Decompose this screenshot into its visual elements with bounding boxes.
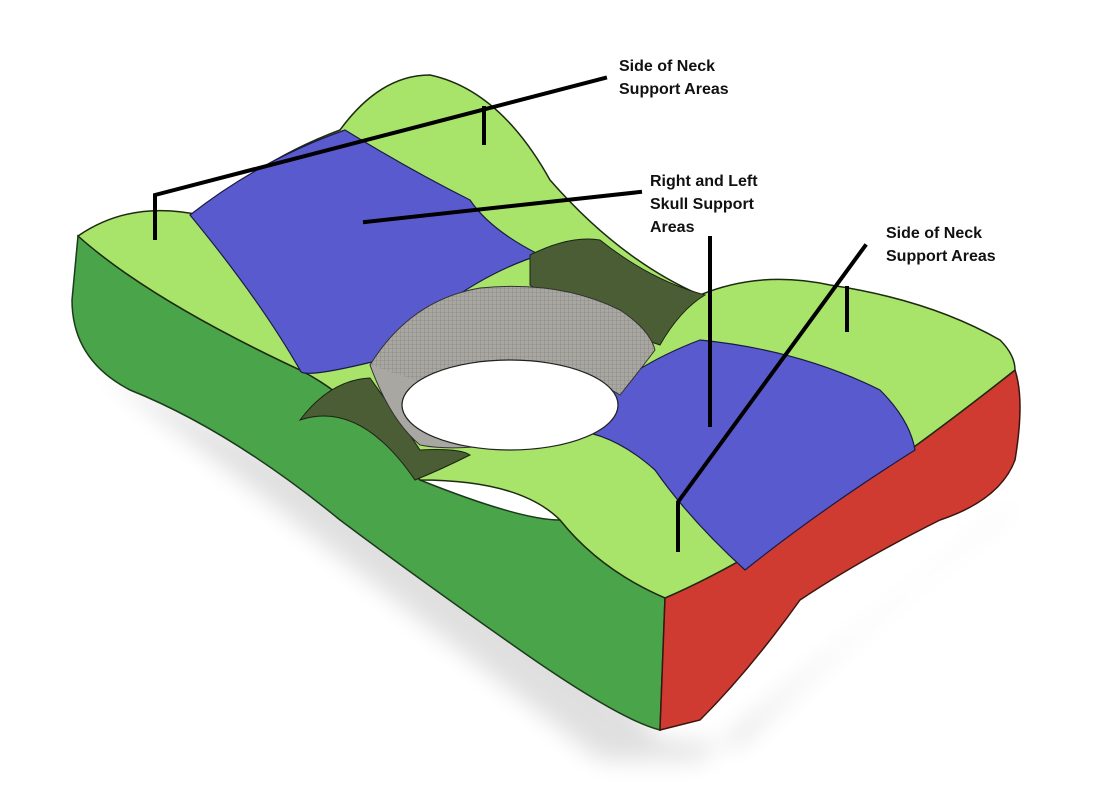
label-skull-support: Right and Left Skull Support Areas [650,173,758,236]
label-side-of-neck-top: Side of Neck Support Areas [619,58,729,98]
label-side-of-neck-right: Side of Neck Support Areas [886,225,996,265]
center-hole [401,359,619,451]
transition-band-front [298,377,471,481]
skull-support-lower [563,339,916,571]
leader-top-neck [153,75,608,240]
leader-right-neck [676,243,868,552]
leader-skull-upper [362,189,643,225]
ground-shadow [100,370,1020,760]
leader-lines [153,75,868,552]
